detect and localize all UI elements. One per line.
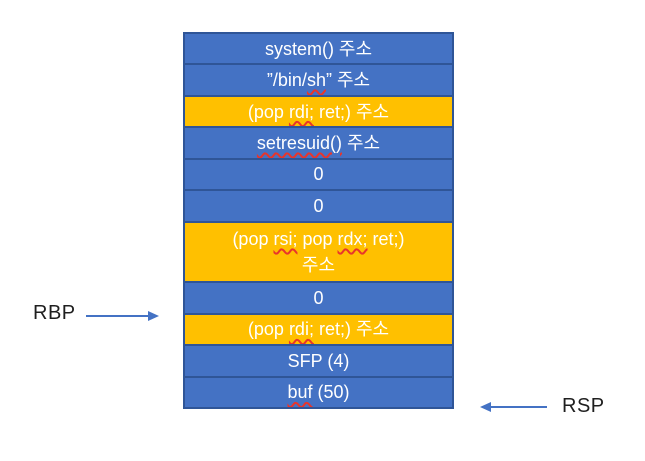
stack-row-text: ”/bin/sh” 주소 — [267, 67, 370, 93]
misspell-squiggle-text: setresuid() — [256, 132, 342, 153]
row-text-segment: system() 주소 — [264, 38, 373, 59]
stack-row: setresuid() 주소 — [185, 126, 452, 158]
rsp-arrow-icon — [480, 402, 547, 412]
stack-row: SFP (4) — [185, 344, 452, 376]
stack-row-text: 0 — [313, 161, 323, 187]
row-text-segment: ”/bin/ — [266, 70, 307, 91]
stack-row-text: (pop rdi; ret;) 주소 — [248, 99, 389, 125]
misspell-squiggle-text: sh — [306, 70, 326, 91]
misspell-squiggle-text: rdi; — [288, 101, 314, 122]
row-text-segment: 0 — [313, 164, 324, 185]
stack-row-text: (pop rdi; ret;) 주소 — [248, 316, 389, 342]
stack-row: 0 — [185, 157, 452, 190]
stack-row-text: 0 — [313, 193, 323, 219]
row-text-segment: SFP (4) — [287, 350, 350, 371]
stack-row-text: system() 주소 — [265, 36, 372, 62]
row-text-segment: ret;) 주소 — [313, 319, 390, 340]
row-text-segment: pop — [297, 228, 338, 249]
row-text-segment: ret;) 주소 — [301, 228, 405, 275]
row-text-segment: 0 — [313, 195, 324, 216]
misspell-squiggle-text: rdi; — [288, 319, 314, 340]
stack-diagram: system() 주소 ”/bin/sh” 주소 (pop rdi; ret;) 주… — [183, 32, 454, 409]
misspell-squiggle-text: rdx; — [337, 228, 368, 249]
stack-row-text: buf (50) — [287, 379, 349, 405]
misspell-squiggle-text: rsi; — [273, 228, 298, 249]
rbp-arrow-icon — [86, 311, 159, 321]
row-text-segment: (pop — [232, 228, 274, 249]
stack-row: system() 주소 — [185, 34, 452, 64]
row-text-segment: 주소 — [341, 132, 381, 153]
stack-row: (pop rsi; pop rdx; ret;) 주소 — [185, 220, 452, 282]
misspell-squiggle-text: buf — [287, 382, 313, 403]
stack-row-text: 0 — [313, 285, 323, 311]
row-text-segment: ret;) 주소 — [313, 101, 390, 122]
stack-row-text: SFP (4) — [288, 348, 350, 374]
row-text-segment: (50) — [312, 382, 350, 403]
stack-row-text: setresuid() 주소 — [257, 130, 380, 156]
stack-row: 0 — [185, 189, 452, 221]
rsp-label: RSP — [562, 395, 605, 417]
stack-row: ”/bin/sh” 주소 — [185, 63, 452, 95]
row-text-segment: 0 — [313, 288, 324, 309]
stack-row: (pop rdi; ret;) 주소 — [185, 94, 452, 127]
row-text-segment: ” 주소 — [325, 70, 371, 91]
stack-row-text: (pop rsi; pop rdx; ret;) 주소 — [232, 226, 404, 278]
row-text-segment: (pop — [247, 101, 289, 122]
stack-row: 0 — [185, 281, 452, 313]
rbp-label: RBP — [33, 302, 76, 324]
stack-row: buf (50) — [185, 375, 452, 408]
row-text-segment: (pop — [247, 319, 289, 340]
stack-row: (pop rdi; ret;) 주소 — [185, 312, 452, 345]
